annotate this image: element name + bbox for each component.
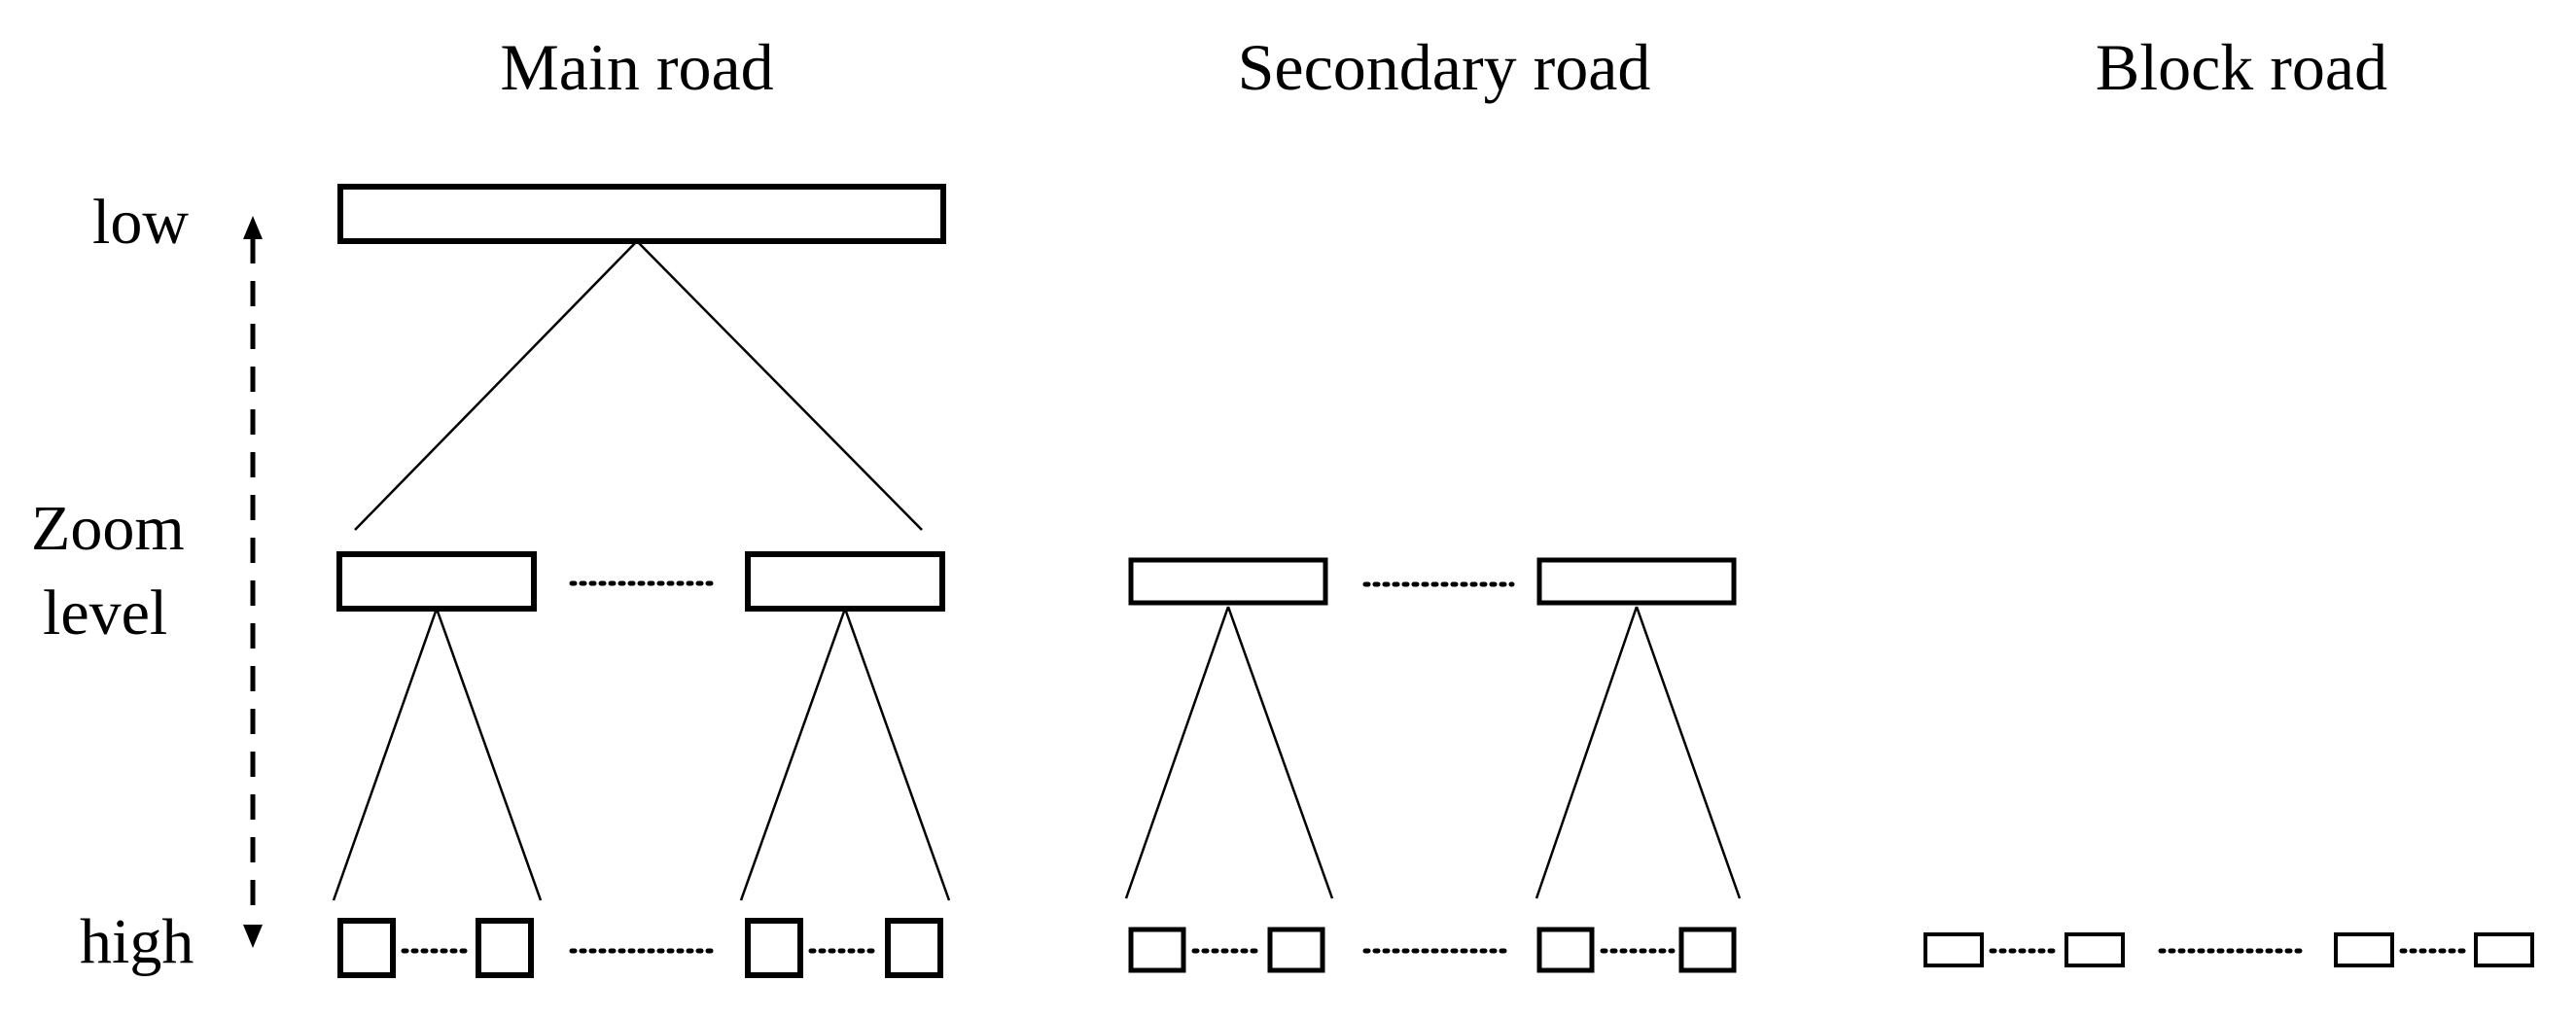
main-road-link	[354, 240, 638, 531]
zoom-level-axis	[243, 216, 263, 948]
zoom-low-label: low	[92, 187, 189, 258]
zoom-axis-down-arrow-icon	[243, 925, 263, 948]
main-road-low-zoom-tile	[337, 184, 946, 244]
secondary-road-high-zoom-tile	[1128, 927, 1186, 973]
secondary-road-link	[1226, 606, 1334, 899]
secondary-road-heading: Secondary road	[1238, 30, 1651, 104]
main-road-tree	[332, 184, 951, 978]
secondary-road-link	[1124, 606, 1230, 899]
main-road-high-zoom-tile	[745, 918, 803, 978]
secondary-road-high-zoom-tile	[1267, 927, 1325, 973]
main-road-high-zoom-tile	[885, 918, 943, 978]
secondary-road-link	[1535, 606, 1639, 899]
secondary-road-tree	[1124, 557, 1742, 973]
block-road-high-zoom-tile	[2334, 932, 2394, 967]
zoom-axis-title-line1: Zoom	[31, 493, 185, 564]
main-road-link	[636, 240, 923, 531]
zoom-axis-up-arrow-icon	[243, 216, 263, 239]
zoom-axis-title-line2: level	[43, 578, 167, 649]
main-road-link	[739, 608, 847, 901]
secondary-road-mid-zoom-tile	[1128, 557, 1328, 606]
secondary-road-high-zoom-tile	[1536, 927, 1595, 973]
secondary-road-link	[1635, 606, 1742, 899]
secondary-road-high-zoom-tile	[1678, 927, 1737, 973]
block-road-high-zoom-tile	[1923, 932, 1984, 967]
block-road-tree	[1923, 932, 2534, 967]
block-road-high-zoom-tile	[2064, 932, 2125, 967]
main-road-high-zoom-tile	[337, 918, 396, 978]
main-road-link	[435, 608, 543, 901]
main-road-mid-zoom-tile	[745, 551, 945, 612]
zoom-high-label: high	[80, 906, 194, 977]
main-road-high-zoom-tile	[476, 918, 534, 978]
secondary-road-mid-zoom-tile	[1536, 557, 1737, 606]
block-road-high-zoom-tile	[2474, 932, 2534, 967]
main-road-link	[332, 608, 439, 901]
main-road-mid-zoom-tile	[336, 551, 537, 612]
main-road-heading: Main road	[500, 30, 773, 104]
main-road-link	[843, 608, 951, 901]
block-road-heading: Block road	[2096, 30, 2387, 104]
